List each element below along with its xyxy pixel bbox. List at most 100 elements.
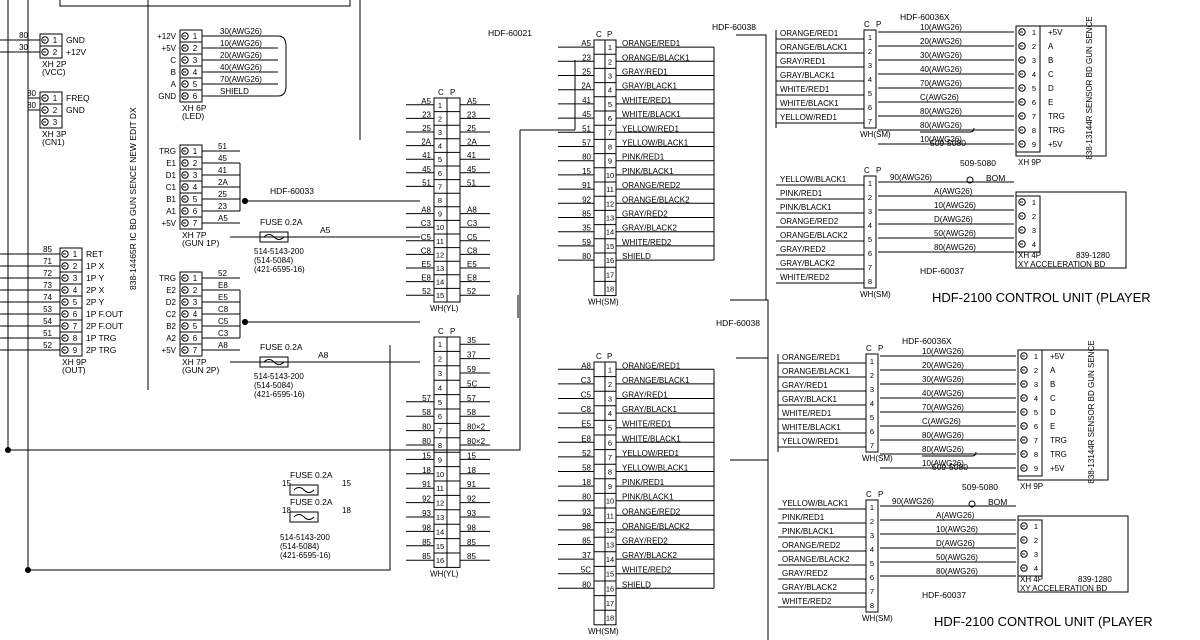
unit-wire-label: PINK/RED1 — [782, 513, 825, 522]
yl-right-label: E8 — [467, 274, 477, 283]
unit-pin-number: 4 — [870, 545, 874, 554]
pin-label: GND — [66, 105, 85, 115]
pin-marker — [1018, 84, 1026, 92]
unit-sm-p: P — [878, 344, 883, 353]
unit-sm-p: P — [876, 20, 881, 29]
unit-wire-label: YELLOW/BLACK1 — [780, 175, 847, 184]
sensor-pin-label: B — [1050, 380, 1055, 389]
yl-right-label: 57 — [467, 394, 476, 403]
yl-pin-number: 7 — [438, 182, 442, 191]
pin-marker — [1020, 380, 1028, 388]
unit-sensor-wire-label: 30(AWG26) — [922, 375, 964, 384]
yl-left-label: 18 — [422, 466, 431, 475]
pin-marker — [1020, 436, 1028, 444]
sm-right-label: YELLOW/RED1 — [622, 124, 679, 133]
fuse-net: 15 — [282, 479, 291, 488]
pin-marker — [1020, 464, 1028, 472]
unit-sensor-wire-label: 40(AWG26) — [922, 389, 964, 398]
yl-right-label: 23 — [467, 110, 476, 119]
fuse-part-label: 514-5143-200 — [280, 533, 330, 542]
fuse-label: FUSE 0.2A — [290, 497, 333, 507]
pin-number: 4 — [193, 68, 198, 77]
yl-left-label: 98 — [422, 523, 431, 532]
yl-left-label: 52 — [422, 287, 431, 296]
sm-left-label: 23 — [582, 53, 591, 62]
sm-pin-number: 13 — [606, 541, 614, 550]
sm-right-label: GRAY/BLACK1 — [622, 82, 678, 91]
sensor-pin-number: 4 — [1032, 70, 1036, 79]
connector-sub: (VCC) — [42, 67, 66, 77]
sensor-pin-number: 7 — [1034, 436, 1038, 445]
yl-right-label: 59 — [467, 365, 476, 374]
pin-marker — [1020, 352, 1028, 360]
pin-label: FREQ — [66, 93, 90, 103]
unit-pin-number: 6 — [868, 249, 872, 258]
yl-right-label: 51 — [467, 178, 476, 187]
led-left-label: B — [171, 68, 176, 77]
fuse-body — [289, 511, 319, 523]
sm-left-label: C3 — [581, 376, 592, 385]
unit-wire-label: ORANGE/RED1 — [782, 353, 841, 362]
sm-pin-number: 8 — [608, 143, 612, 152]
pin-marker — [181, 183, 189, 191]
pin-marker — [181, 286, 189, 294]
sm-pin-number: 11 — [606, 511, 614, 520]
yl-pin-number: 3 — [438, 369, 442, 378]
yl-right-label: 93 — [467, 509, 476, 518]
sm-left-label: 98 — [582, 522, 591, 531]
pin-number: 5 — [73, 298, 78, 307]
fuse-net: 18 — [282, 506, 291, 515]
connector-name: XH 7P — [182, 230, 207, 240]
pin-marker — [61, 310, 69, 318]
pin-marker — [181, 322, 189, 330]
yl-pin-number: 12 — [436, 250, 444, 259]
pin-label: 2P Y — [86, 297, 104, 307]
sensor-pin-number: 2 — [1034, 366, 1038, 375]
yl-right-label: 5C — [467, 379, 477, 388]
yl-right-label: A5 — [467, 97, 477, 106]
unit-sensor-wire-label: 10(AWG26) — [922, 459, 964, 468]
yl-pin-number: 8 — [438, 441, 442, 450]
yl-name: WH(YL) — [430, 304, 459, 313]
sensor-pin-number: 3 — [1034, 380, 1038, 389]
gun-wire-label: 25 — [218, 190, 227, 199]
unit-sensor-wire-label: 80(AWG26) — [922, 431, 964, 440]
yl-p: P — [450, 327, 455, 336]
sm-left-label: 51 — [582, 124, 591, 133]
yl-left-label: 25 — [422, 124, 431, 133]
yl-left-label: 45 — [422, 165, 431, 174]
sm-right-label: WHITE/RED1 — [622, 96, 672, 105]
pin-number: 5 — [193, 195, 198, 204]
unit-wire-label: PINK/BLACK1 — [782, 527, 834, 536]
pin-marker — [1020, 564, 1028, 572]
cable-label: HDF-60021 — [488, 28, 532, 38]
accel-part: 839-1280 — [1076, 251, 1110, 260]
sensor-board-label: 838-13144R SENSOR BD GUN SENCE — [1087, 340, 1096, 483]
gun-wire-label: 45 — [218, 154, 227, 163]
net-label: 80 — [19, 31, 28, 40]
unit-title: HDF-2100 CONTROL UNIT (PLAYER — [934, 614, 1153, 629]
sm-left-label: 80 — [582, 252, 591, 261]
sm-pin-number: 4 — [608, 86, 612, 95]
pin-marker — [181, 310, 189, 318]
gun-wire-label: 52 — [218, 269, 227, 278]
unit-pin-number: 1 — [870, 357, 874, 366]
sm-pin-number: 2 — [608, 57, 612, 66]
unit-wire-label: WHITE/RED1 — [782, 409, 832, 418]
yl-name: WH(YL) — [430, 569, 459, 578]
pin-number: 3 — [193, 171, 198, 180]
gun-wire-label: 23 — [218, 202, 227, 211]
yl-right-label: E5 — [467, 260, 477, 269]
gun-left-label: E1 — [166, 159, 176, 168]
net-label: 80 — [27, 101, 36, 110]
yl-left-label: 93 — [422, 509, 431, 518]
jumper — [922, 451, 977, 457]
gun-left-label: A1 — [166, 207, 176, 216]
sm-left-label: A5 — [581, 39, 591, 48]
gun-wire-label: C5 — [218, 317, 229, 326]
pin-label: RET — [86, 249, 103, 259]
sm-right-label: ORANGE/RED2 — [622, 181, 681, 190]
led-wire-label: SHIELD — [220, 87, 249, 96]
unit-wire-label: WHITE/RED1 — [780, 85, 830, 94]
sm-left-label: C8 — [581, 405, 592, 414]
